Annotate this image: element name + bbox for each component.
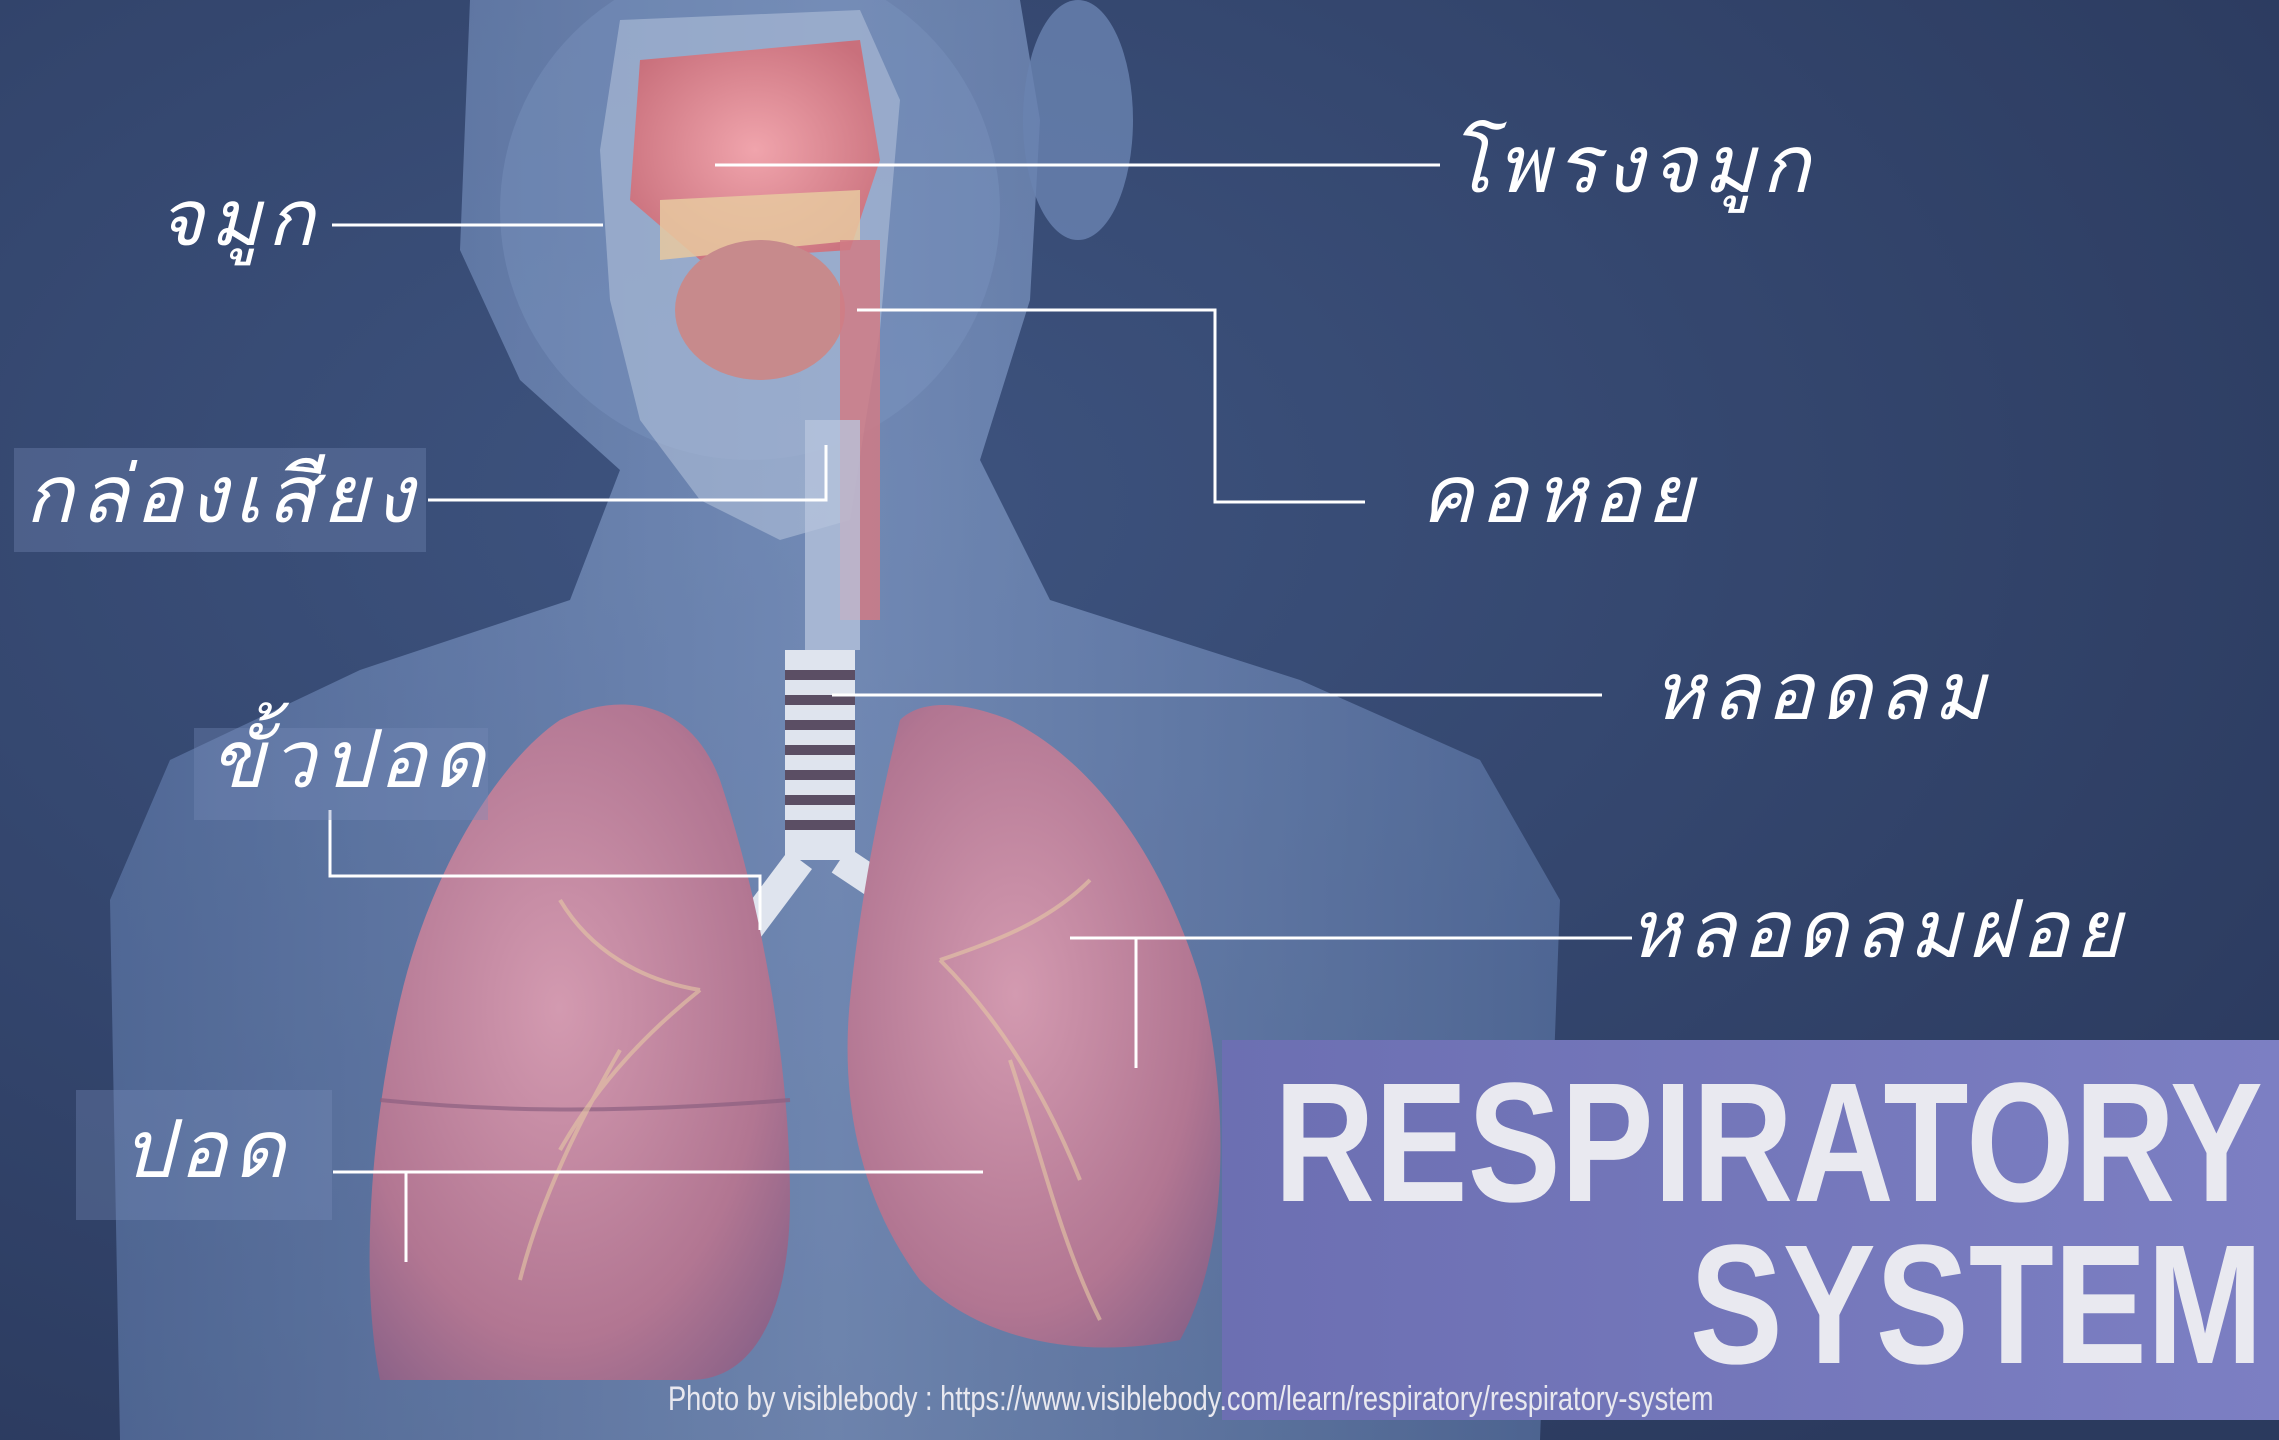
label-hilum: ขั้วปอด — [210, 720, 490, 800]
label-larynx: กล่องเสียง — [25, 455, 420, 535]
label-trachea: หลอดลม — [1652, 652, 1992, 732]
title-system: SYSTEM — [1690, 1220, 2263, 1390]
label-bronchi: หลอดลมฝอย — [1628, 890, 2127, 970]
label-pharynx: คอหอย — [1420, 455, 1699, 535]
label-lung: ปอด — [122, 1110, 291, 1190]
label-nasal-cavity: โพรงจมูก — [1448, 125, 1816, 205]
title-respiratory: RESPIRATORY — [1274, 1058, 2263, 1228]
label-nose: จมูก — [158, 180, 320, 258]
photo-credit: Photo by visiblebody : https://www.visib… — [668, 1380, 1714, 1419]
